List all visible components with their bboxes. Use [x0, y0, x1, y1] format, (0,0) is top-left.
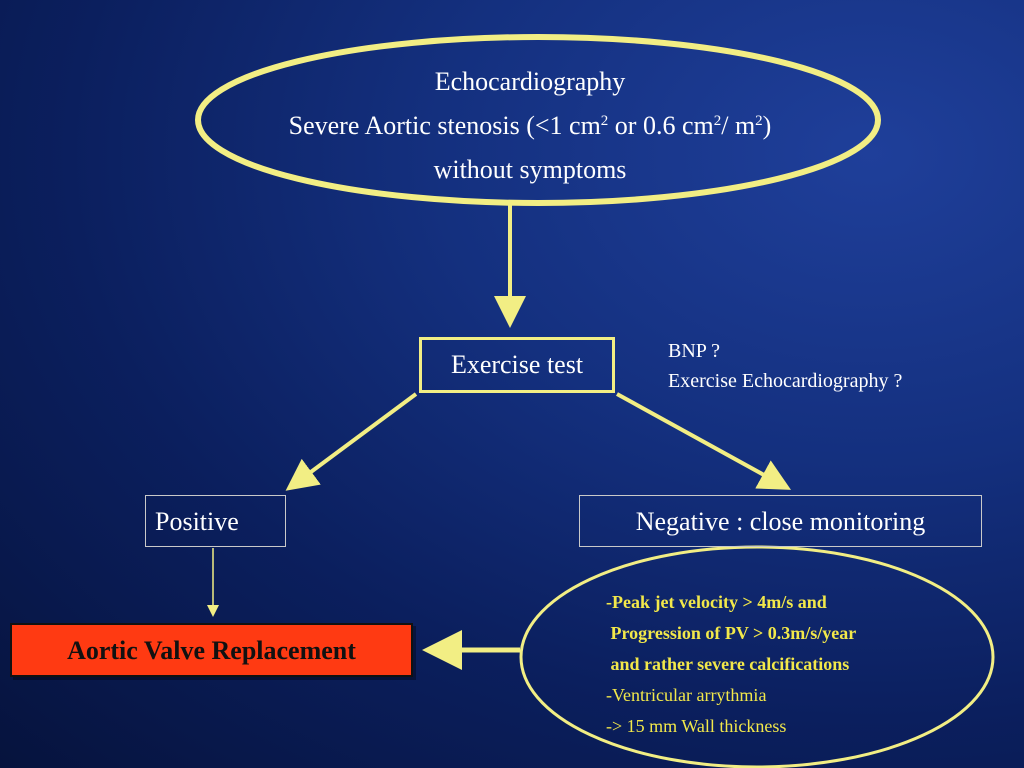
criteria-list: -Peak jet velocity > 4m/s and Progressio… [606, 587, 856, 742]
top-ellipse [195, 34, 881, 206]
criteria-item: Progression of PV > 0.3m/s/year [606, 623, 857, 643]
criteria-item: -Peak jet velocity > 4m/s and [606, 592, 827, 612]
criteria-item: and rather severe calcifications [606, 654, 850, 674]
negative-box: Negative : close monitoring [579, 495, 982, 547]
criteria-ellipse [519, 545, 995, 768]
top-ellipse-text: Echocardiography Severe Aortic stenosis … [200, 60, 860, 192]
ellipse-criteria-part: ) [762, 111, 772, 140]
criteria-item: -> 15 mm Wall thickness [606, 716, 787, 736]
ellipse-criteria-part: or 0.6 cm [608, 111, 714, 140]
ellipse-criteria-part: Severe Aortic stenosis (<1 cm [288, 111, 601, 140]
ellipse-superscript: 2 [600, 113, 609, 129]
positive-box: Positive [145, 495, 286, 547]
criteria-item: -Ventricular arrythmia [606, 685, 767, 705]
ellipse-superscript: 2 [755, 113, 763, 129]
note-exercise-echo: Exercise Echocardiography ? [668, 370, 903, 392]
ellipse-criteria-part: / m [721, 111, 756, 140]
ellipse-subtitle: without symptoms [433, 155, 627, 184]
note-bnp: BNP ? [668, 340, 721, 362]
ellipse-title: Echocardiography [434, 67, 626, 96]
arrow-exercise-to-negative [616, 392, 792, 490]
ellipse-superscript: 2 [713, 113, 722, 129]
side-notes: BNP ? Exercise Echocardiography ? [668, 336, 902, 396]
ellipse-criteria: Severe Aortic stenosis (<1 cm2 or 0.6 cm… [200, 104, 860, 148]
exercise-test-box: Exercise test [419, 337, 615, 393]
aortic-valve-replacement-box: Aortic Valve Replacement [10, 623, 413, 677]
arrow-exercise-to-positive [285, 392, 418, 491]
